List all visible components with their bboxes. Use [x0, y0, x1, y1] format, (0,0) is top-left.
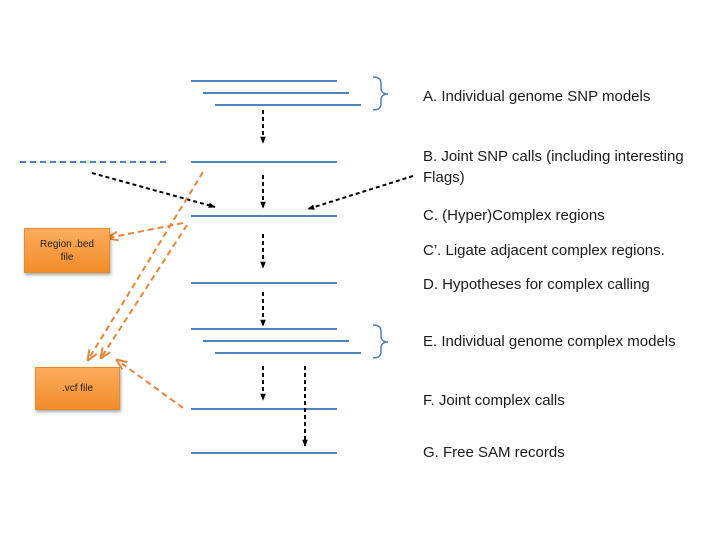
region-bed-label-line1: Region .bed	[40, 238, 94, 250]
stage-lines	[20, 80, 361, 454]
arrow-b-to-region-bed	[88, 171, 204, 360]
arrow-c-to-region-bed-file	[108, 222, 184, 238]
arrow-c-to-vcf	[101, 224, 188, 358]
brace-a	[372, 76, 389, 111]
step-f-label: F. Joint complex calls	[423, 392, 565, 409]
arrow-flags-to-c	[307, 175, 414, 210]
vcf-file-box: .vcf file	[35, 367, 120, 410]
brace-e	[372, 324, 389, 359]
step-d-label: D. Hypotheses for complex calling	[423, 276, 650, 293]
step-e-label: E. Individual genome complex models	[423, 333, 676, 350]
arrow-f-to-vcf	[117, 360, 184, 409]
step-a-label: A. Individual genome SNP models	[423, 88, 651, 105]
step-c-label: C. (Hyper)Complex regions	[423, 207, 605, 224]
region-bed-file-box: Region .bed file	[24, 228, 110, 273]
arrow-input-to-c	[91, 172, 216, 209]
step-g-label: G. Free SAM records	[423, 444, 565, 461]
vcf-label: .vcf file	[61, 383, 94, 394]
step-b-label-line1: B. Joint SNP calls (including interestin…	[423, 148, 684, 165]
step-b-label-line2: Flags)	[423, 169, 465, 186]
region-bed-label-line2: file	[60, 251, 74, 263]
step-c-prime-label: C’. Ligate adjacent complex regions.	[423, 242, 665, 259]
